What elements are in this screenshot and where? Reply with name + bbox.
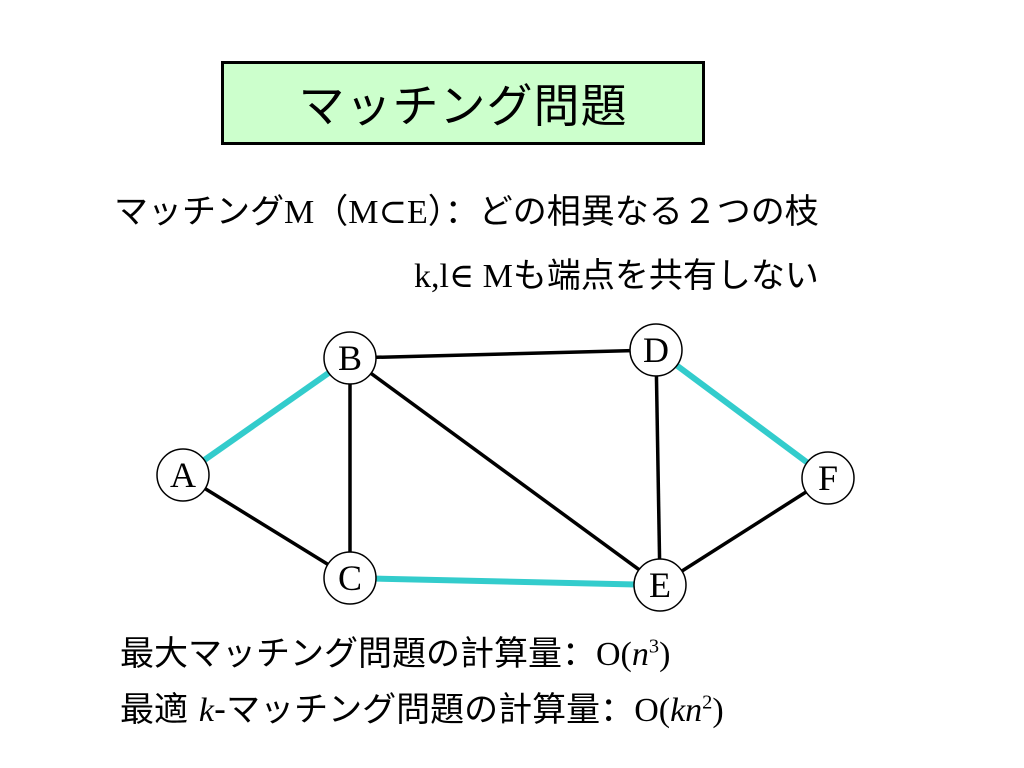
edge-D-F-matched [654, 347, 830, 481]
definition-term: マッチング [114, 192, 284, 232]
edge-D-E [654, 349, 662, 586]
node-E [633, 558, 687, 612]
definition-condition: k,l∈ M [414, 258, 513, 295]
edge-B-E [348, 356, 662, 587]
page-title: マッチング問題 [298, 79, 628, 133]
complexity-label-2b: -マッチング問題の計算量： [213, 690, 635, 730]
definition-text: ：どの相異なる２つの枝 [444, 192, 819, 232]
title-box: マッチング問題 [221, 61, 705, 145]
node-label-F: F [818, 458, 838, 498]
definition-line-1: マッチングM（M⊂E）：どの相異なる２つの枝 [114, 195, 819, 230]
node-label-E: E [649, 565, 671, 605]
node-label-D: D [643, 330, 669, 370]
complexity-close-2: ) [712, 692, 724, 729]
complexity-open-1: O( [596, 636, 632, 673]
definition-set: M（M⊂E） [284, 194, 445, 231]
complexity-line-1: 最大マッチング問題の計算量：O(n3) [120, 634, 671, 674]
complexity-exp-2: 2 [702, 691, 713, 714]
complexity-open-2: O( [634, 692, 671, 729]
complexity-exp-1: 3 [648, 635, 660, 658]
definition-text-2: も端点を共有しない [512, 256, 819, 296]
node-C [323, 551, 377, 605]
edge-A-C [182, 473, 351, 580]
complexity-label-2a: 最適 [120, 690, 199, 730]
node-label-C: C [338, 558, 362, 598]
definition-line-2: k,l∈ Mも端点を共有しない [414, 259, 819, 294]
node-label-A: A [170, 455, 196, 495]
complexity-line-2: 最適 k-マッチング問題の計算量：O(kn2) [120, 690, 724, 730]
node-label-B: B [338, 338, 362, 378]
complexity-label-1: 最大マッチング問題の計算量： [120, 634, 596, 674]
node-D [629, 323, 683, 377]
complexity-k: k [198, 692, 214, 729]
edge-A-B-matched [181, 355, 352, 478]
node-A [156, 448, 210, 502]
edge-B-D [349, 348, 657, 360]
edge-E-F [659, 476, 829, 587]
complexity-var-2: kn [670, 692, 703, 729]
complexity-var-1: n [631, 636, 649, 673]
edge-C-E-matched [349, 575, 661, 588]
complexity-close-1: ) [659, 636, 671, 673]
node-B [323, 331, 377, 385]
node-F [801, 451, 855, 505]
